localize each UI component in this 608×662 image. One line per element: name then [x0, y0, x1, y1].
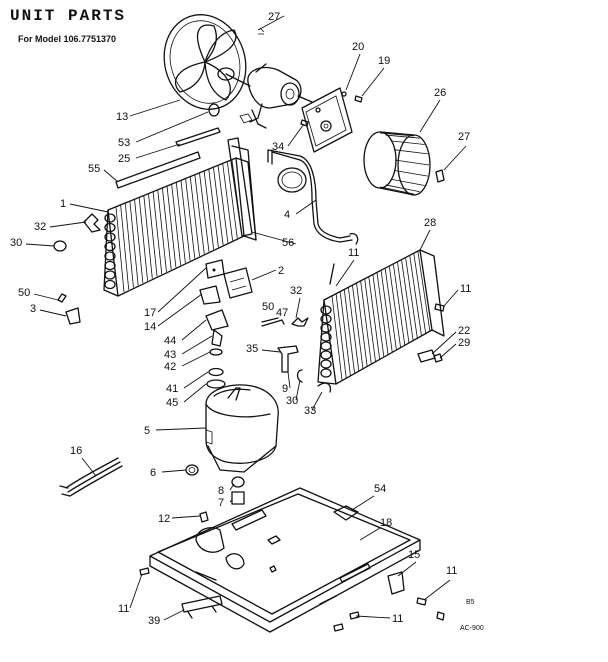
base-pan-part — [149, 487, 421, 633]
callout-47: 47 — [276, 307, 288, 319]
clip-part — [83, 213, 101, 233]
callout-55: 55 — [88, 163, 100, 175]
clamp-part — [296, 369, 303, 383]
washer-part — [53, 240, 67, 252]
callout-8: 8 — [218, 485, 224, 497]
compressor-part — [205, 384, 279, 473]
callout-16: 16 — [70, 445, 82, 457]
callout-39: 39 — [148, 615, 160, 627]
callout-30: 30 — [286, 395, 298, 407]
callout-11: 11 — [348, 247, 359, 259]
pad-part — [333, 505, 359, 521]
motor-bracket-part — [300, 87, 363, 153]
elbow-part — [277, 345, 299, 373]
strip-part — [175, 127, 221, 147]
callout-50: 50 — [262, 301, 274, 313]
callout-7: 7 — [218, 497, 224, 509]
callout-41: 41 — [166, 383, 178, 395]
callout-53: 53 — [118, 137, 130, 149]
callout-17: 17 — [144, 307, 156, 319]
callout-12: 12 — [158, 513, 170, 525]
callout-2: 2 — [278, 265, 284, 277]
evaporator-coil-part — [317, 249, 445, 385]
mount-grommet-part — [185, 464, 199, 476]
callout-11: 11 — [460, 283, 471, 295]
callout-44: 44 — [164, 335, 176, 347]
spacer-part — [417, 349, 436, 363]
fan-blade-part — [163, 14, 251, 110]
screw-part — [139, 567, 150, 576]
rod-part — [261, 317, 285, 327]
callout-18: 18 — [380, 517, 392, 529]
condenser-coil-part — [103, 145, 257, 297]
callout-26: 26 — [434, 87, 446, 99]
callout-28: 28 — [424, 217, 436, 229]
callout-30: 30 — [10, 237, 22, 249]
bracket-part — [181, 595, 223, 619]
relay-overload-part — [199, 259, 253, 305]
model-number: For Model 106.7751370 — [18, 34, 116, 44]
callout-27: 27 — [268, 11, 280, 23]
callout-50: 50 — [18, 287, 30, 299]
callout-20: 20 — [352, 41, 364, 53]
callout-22: 22 — [458, 325, 470, 337]
clamp-part — [317, 382, 332, 393]
callout-15: 15 — [408, 549, 420, 561]
callout-56: 56 — [282, 237, 294, 249]
grommet-part — [208, 367, 224, 377]
callout-5: 5 — [144, 425, 150, 437]
callout-19: 19 — [378, 55, 390, 67]
side-strip-part — [227, 137, 253, 237]
callout-33: 33 — [304, 405, 316, 417]
callout-4: 4 — [284, 209, 290, 221]
callout-3: 3 — [30, 303, 36, 315]
callout-32: 32 — [290, 285, 302, 297]
fan-motor-part — [239, 27, 313, 129]
gasket-part — [206, 379, 226, 389]
callout-43: 43 — [164, 349, 176, 361]
blower-wheel-part — [363, 131, 445, 196]
callout-1: 1 — [60, 198, 66, 210]
screw-part — [434, 303, 445, 312]
drawing-code: AC-900 — [460, 625, 484, 632]
capillary-tube-part — [267, 149, 359, 245]
callout-leader-lines — [25, 15, 467, 621]
screw-part — [329, 263, 335, 285]
callout-45: 45 — [166, 397, 178, 409]
mount-grommet-part — [231, 476, 245, 488]
bolt-part — [199, 511, 209, 523]
bracket-part — [387, 571, 405, 595]
screw-part — [333, 623, 344, 632]
callout-42: 42 — [164, 361, 176, 373]
clip-part — [291, 317, 309, 327]
wire-harness-part — [59, 457, 123, 497]
grommet-part — [208, 103, 220, 117]
callout-14: 14 — [144, 321, 156, 333]
rail-part — [115, 151, 201, 189]
callout-11: 11 — [118, 603, 129, 615]
callout-54: 54 — [374, 483, 386, 495]
callout-34: 34 — [272, 141, 284, 153]
bracket-part — [57, 293, 81, 325]
callout-13: 13 — [116, 111, 128, 123]
callout-11: 11 — [392, 613, 403, 625]
callout-9: 9 — [282, 383, 288, 395]
callout-27: 27 — [458, 131, 470, 143]
screw-part — [416, 597, 427, 606]
callout-29: 29 — [458, 337, 470, 349]
callout-32: 32 — [34, 221, 46, 233]
diagram-title: UNIT PARTS — [10, 7, 126, 25]
terminal-parts — [205, 309, 229, 356]
sleeve-part — [231, 491, 245, 505]
page-code: B5 — [466, 599, 475, 606]
callout-35: 35 — [246, 343, 258, 355]
callout-6: 6 — [150, 467, 156, 479]
screw-part — [436, 611, 445, 621]
plug-part — [433, 353, 443, 363]
callout-11: 11 — [446, 565, 457, 577]
callout-25: 25 — [118, 153, 130, 165]
screw-part — [349, 611, 360, 620]
